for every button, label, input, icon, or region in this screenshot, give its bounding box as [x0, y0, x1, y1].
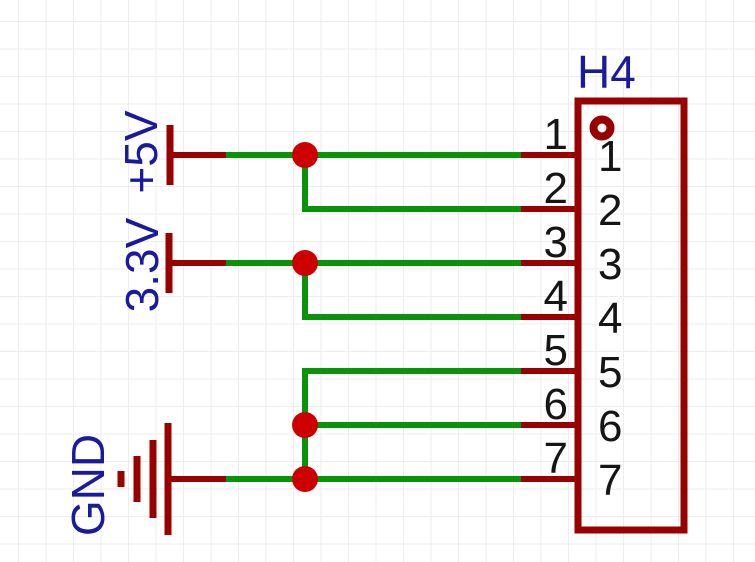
pin1-indicator-icon: [589, 115, 615, 141]
pin-name: 2: [598, 186, 622, 235]
pin-6[interactable]: 6 6: [521, 380, 622, 451]
junction-dot-5v[interactable]: [292, 142, 318, 168]
pin-name: 3: [598, 240, 622, 289]
junction-dot-3v3[interactable]: [292, 250, 318, 276]
junction-dot-gnd-2[interactable]: [292, 466, 318, 492]
pin-3[interactable]: 3 3: [521, 218, 622, 289]
power-flag-gnd[interactable]: GND: [62, 423, 226, 536]
power-flag-3v3[interactable]: 3.3V: [116, 217, 226, 312]
pin-number: 4: [544, 272, 568, 321]
pin-7[interactable]: 7 7: [521, 434, 622, 505]
pin-number: 1: [544, 110, 568, 159]
wire-3v3-pin4[interactable]: [302, 263, 523, 320]
component-body[interactable]: [574, 97, 688, 534]
net-label-3v3[interactable]: 3.3V: [116, 217, 168, 312]
net-label-gnd[interactable]: GND: [62, 434, 114, 536]
wire-gnd-pin5[interactable]: [302, 368, 523, 479]
pin-1[interactable]: 1 1: [521, 110, 622, 181]
pin-4[interactable]: 4 4: [521, 272, 622, 343]
pin-name: 1: [598, 132, 622, 181]
wire-5v-pin2[interactable]: [302, 155, 523, 212]
pin-name: 6: [598, 402, 622, 451]
pin-number: 5: [544, 326, 568, 375]
pin-number: 3: [544, 218, 568, 267]
net-5v-wires: [224, 152, 523, 212]
net-gnd-wires: [224, 368, 523, 482]
component-designator[interactable]: H4: [577, 46, 636, 98]
pin-number: 6: [544, 380, 568, 429]
pin-number: 7: [544, 434, 568, 483]
pin-2[interactable]: 2 2: [521, 164, 622, 235]
pin-name: 7: [598, 456, 622, 505]
component-h4[interactable]: H4 1 1 2 2 3 3 4: [521, 46, 688, 534]
pin-name: 5: [598, 348, 622, 397]
pin-name: 4: [598, 294, 622, 343]
power-flag-5v[interactable]: +5V: [115, 110, 226, 194]
net-3v3-wires: [224, 260, 523, 320]
junction-dot-gnd-1[interactable]: [292, 412, 318, 438]
pin-number: 2: [544, 164, 568, 213]
net-label-5v[interactable]: +5V: [115, 110, 167, 193]
pin-5[interactable]: 5 5: [521, 326, 622, 397]
